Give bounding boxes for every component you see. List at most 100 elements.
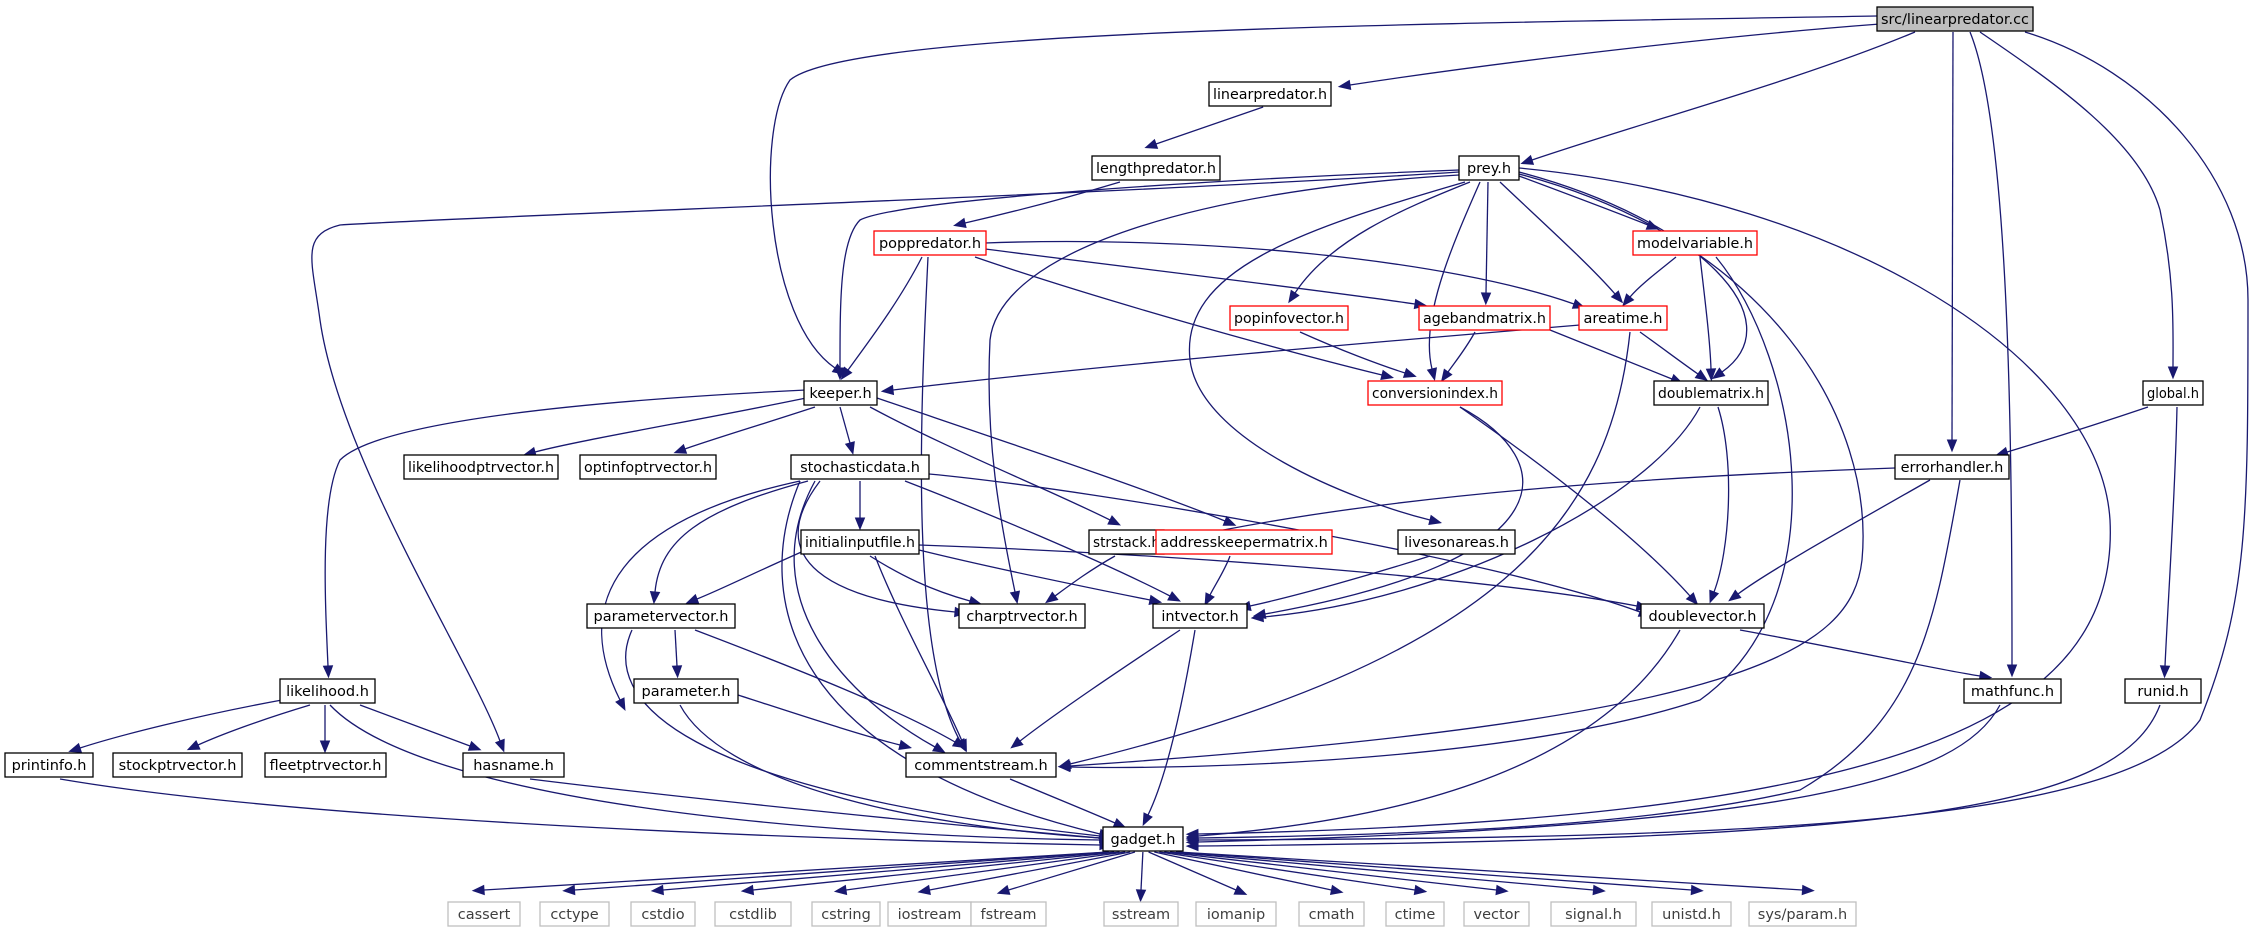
node-global[interactable]: global.h [2142, 380, 2204, 406]
arrowhead [1728, 589, 1742, 602]
node-linearpredator[interactable]: linearpredator.h [1208, 81, 1332, 107]
node-stochasticdata[interactable]: stochasticdata.h [790, 454, 930, 480]
edge-line [1159, 851, 1416, 891]
arrowhead [186, 740, 201, 751]
edge-line [79, 699, 283, 749]
node-prey[interactable]: prey.h [1458, 155, 1520, 181]
arrowhead [1337, 79, 1352, 91]
arrowhead [1520, 154, 1535, 165]
node-runid[interactable]: runid.h [2124, 678, 2202, 704]
node-label: stochasticdata.h [800, 460, 920, 476]
node-mathfunc[interactable]: mathfunc.h [1963, 678, 2062, 704]
edge-gadget-to-cmath [1154, 851, 1344, 896]
node-label: areatime.h [1584, 311, 1663, 327]
edge-line [1739, 629, 1981, 677]
node-stockptrvector[interactable]: stockptrvector.h [112, 752, 243, 778]
node-lengthpredator[interactable]: lengthpredator.h [1091, 155, 1221, 181]
node-box [1876, 6, 2034, 32]
node-box [1091, 155, 1221, 181]
edge-line [59, 778, 1101, 846]
arrowhead [2167, 366, 2179, 380]
edge-parametervector-to-parameter [671, 629, 683, 679]
edge-line [797, 480, 956, 613]
node-label: modelvariable.h [1637, 236, 1753, 252]
node-likelihood[interactable]: likelihood.h [279, 678, 376, 704]
arrowhead [1592, 884, 1606, 896]
node-likelihoodptrvector[interactable]: likelihoodptrvector.h [403, 454, 559, 480]
node-parameter[interactable]: parameter.h [633, 678, 739, 704]
node-poppredator[interactable]: poppredator.h [873, 230, 987, 256]
node-initialinputfile[interactable]: initialinputfile.h [800, 529, 920, 555]
node-printinfo[interactable]: printinfo.h [4, 752, 94, 778]
arrowhead [1694, 369, 1709, 382]
node-box [803, 380, 878, 406]
node-box [279, 678, 376, 704]
node-doublematrix[interactable]: doublematrix.h [1653, 380, 1769, 406]
arrowhead [1135, 889, 1147, 903]
edge-line [1154, 851, 1332, 891]
node-box [1208, 81, 1332, 107]
arrowhead [1009, 590, 1021, 605]
node-keeper[interactable]: keeper.h [803, 380, 878, 406]
node-label: addresskeepermatrix.h [1160, 535, 1328, 551]
node-label: cassert [458, 907, 511, 923]
edge-keeper-to-strstack [869, 406, 1121, 526]
node-vector: vector [1463, 901, 1530, 927]
edge-line [1713, 406, 1730, 593]
node-doublevector[interactable]: doublevector.h [1640, 603, 1765, 629]
node-charptrvector[interactable]: charptrvector.h [958, 603, 1086, 629]
node-label: iomanip [1207, 907, 1265, 923]
node-cassert: cassert [447, 901, 521, 927]
node-cstdio: cstdio [630, 901, 696, 927]
edge-prey-to-areatime [1499, 181, 1624, 304]
arrowhead [671, 665, 683, 679]
node-label: prey.h [1467, 161, 1511, 177]
node-box [905, 752, 1057, 778]
node-fleetptrvector[interactable]: fleetptrvector.h [264, 752, 387, 778]
node-hasname[interactable]: hasname.h [462, 752, 565, 778]
edge-line [988, 174, 1460, 593]
node-gadget[interactable]: gadget.h [1102, 826, 1184, 852]
node-areatime[interactable]: areatime.h [1578, 305, 1668, 331]
edge-poppredator-to-keeper [840, 256, 923, 380]
node-popinfovector[interactable]: popinfovector.h [1229, 305, 1349, 331]
edge-gadget-to-signal [1169, 851, 1606, 896]
edge-gadget-to-sysparam [1177, 851, 1815, 896]
arrowhead [1946, 439, 1958, 453]
edge-line [1019, 629, 1181, 742]
edge-line [359, 704, 471, 747]
node-conversionindex[interactable]: conversionindex.h [1367, 380, 1503, 406]
node-strstack[interactable]: strstack.h [1088, 529, 1165, 555]
arrowhead [650, 884, 664, 896]
node-label: keeper.h [809, 386, 871, 402]
edge-line [1197, 704, 2161, 847]
node-addresskeepermatrix[interactable]: addresskeepermatrix.h [1155, 529, 1333, 555]
edge-line [1197, 479, 1961, 839]
node-label: cstdio [641, 907, 684, 923]
node-livesonareas[interactable]: livesonareas.h [1397, 529, 1516, 555]
arrowhead [1045, 591, 1059, 604]
edge-line [769, 15, 1878, 369]
edge-line [752, 851, 1120, 891]
node-root[interactable]: src/linearpredator.cc [1876, 6, 2034, 32]
node-commentstream[interactable]: commentstream.h [905, 752, 1057, 778]
node-optinfoptrvector[interactable]: optinfoptrvector.h [579, 454, 717, 480]
edge-linearpredator-to-lengthpredator [1144, 106, 1264, 149]
edge-prey-to-commentstream [1057, 173, 1864, 772]
edge-gadget-to-fstream [996, 851, 1136, 895]
edge-parametervector-to-commentstream [694, 629, 966, 749]
edge-line [839, 406, 851, 444]
node-modelvariable[interactable]: modelvariable.h [1632, 230, 1758, 256]
edge-line [1209, 555, 1231, 596]
node-label: cstdlib [729, 907, 777, 923]
edge-line [694, 629, 956, 743]
node-errorhandler[interactable]: errorhandler.h [1894, 454, 2010, 480]
node-intvector[interactable]: intvector.h [1152, 603, 1248, 629]
edge-line [534, 397, 807, 453]
edge-line [1531, 31, 1916, 161]
node-agebandmatrix[interactable]: agebandmatrix.h [1418, 305, 1551, 331]
node-unistd: unistd.h [1651, 901, 1732, 927]
edge-mathfunc-to-gadget [1185, 704, 2001, 848]
node-parametervector[interactable]: parametervector.h [586, 603, 736, 629]
arrowhead [880, 384, 895, 396]
